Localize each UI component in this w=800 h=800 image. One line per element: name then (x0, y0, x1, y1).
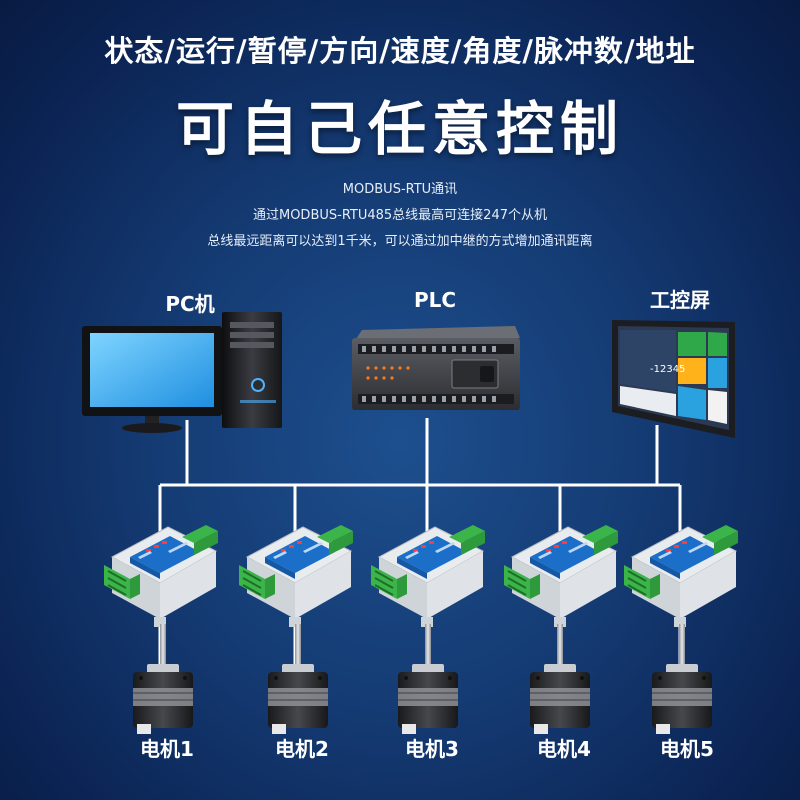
headline: 状态/运行/暂停/方向/速度/角度/脉冲数/地址 (104, 34, 696, 68)
description-line-1: MODBUS-RTU通讯 (342, 182, 458, 197)
hmi-label: 工控屏 (650, 288, 710, 312)
motor-label-5: 电机5 (660, 737, 714, 761)
stepper-motor-icon (133, 624, 712, 734)
plc-label: PLC (413, 288, 457, 312)
pc-label: PC机 (165, 292, 215, 316)
pc-icon (82, 312, 282, 433)
plc-icon (352, 326, 520, 410)
motor-label-4: 电机4 (537, 737, 591, 761)
motor-label-3: 电机3 (405, 737, 459, 761)
motor-label-2: 电机2 (275, 737, 329, 761)
stepper-controller-icon (103, 524, 739, 628)
hmi-icon (612, 320, 735, 438)
description-line-2: 通过MODBUS-RTU485总线最高可连接247个从机 (252, 208, 547, 223)
description-line-3: 总线最远距离可以达到1千米，可以通过加中继的方式增加通讯距离 (207, 234, 593, 249)
hmi-screen-value: -12345 (650, 364, 685, 375)
motor-label-1: 电机1 (140, 737, 194, 761)
page-title: 可自己任意控制 (175, 95, 624, 163)
